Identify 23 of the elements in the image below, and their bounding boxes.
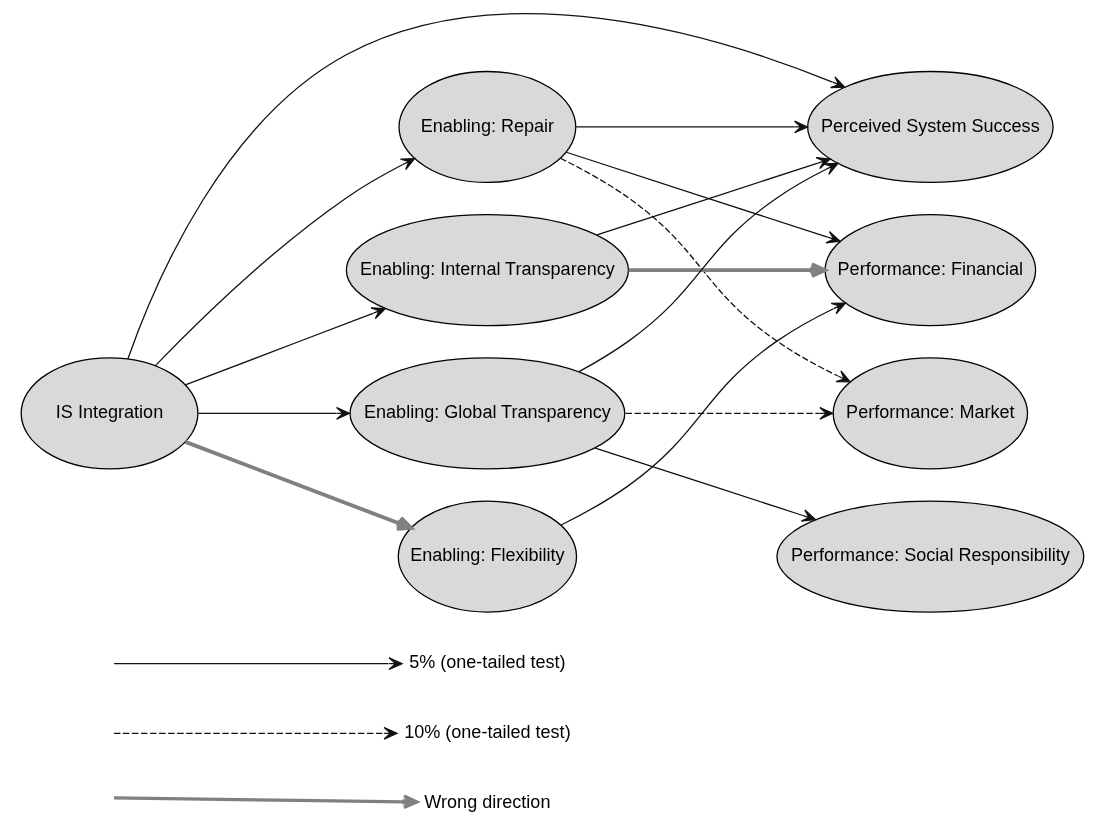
node-ellipse: Enabling: Flexibility <box>397 500 578 613</box>
node-ellipse: Perceived System Success <box>807 70 1054 184</box>
arrow <box>596 156 831 236</box>
arrow <box>594 447 816 522</box>
legend-label: Wrong direction <box>424 791 551 812</box>
arrow <box>578 162 839 373</box>
arrow <box>184 440 413 531</box>
node-ellipse: Enabling: Global Transparency <box>349 357 626 470</box>
arrow <box>624 406 834 420</box>
legend-label: 5% (one-tailed test) <box>409 652 566 673</box>
arrow <box>184 307 386 386</box>
arrow <box>197 406 351 420</box>
arrow <box>560 302 846 526</box>
node-ellipse: IS Integration <box>20 357 199 470</box>
arrow <box>154 157 416 367</box>
node-ellipse: Enabling: Internal Transparency <box>345 214 630 327</box>
node-ellipse: Performance: Social Responsibility <box>776 500 1085 613</box>
legend-label: 10% (one-tailed test) <box>404 722 571 743</box>
arrow <box>127 13 846 360</box>
arrow <box>575 120 809 134</box>
arrow <box>628 262 827 278</box>
arrow <box>565 151 841 244</box>
arrow <box>559 157 851 383</box>
